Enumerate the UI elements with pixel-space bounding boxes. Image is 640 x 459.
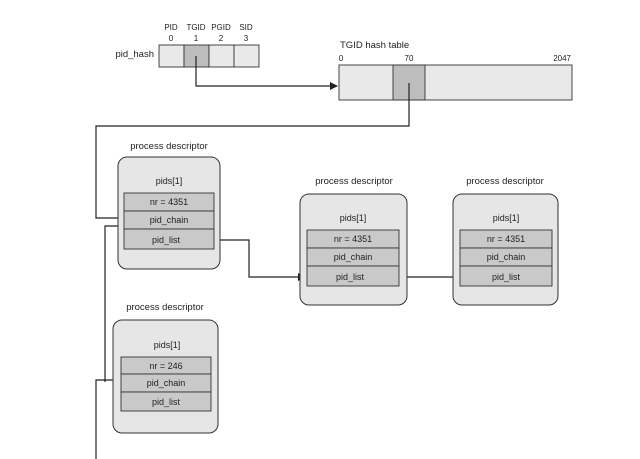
pid-hash-cell-2 [208, 44, 235, 68]
pid-hash-cell-3 [233, 44, 260, 68]
process-descriptor-2: process descriptor pids[1] nr = 4351 pid… [299, 176, 408, 306]
nr-value: nr = 246 [149, 361, 182, 371]
pid-list-label: pid_list [152, 235, 181, 245]
tgid-table-start-index: 0 [339, 54, 344, 63]
nr-value: nr = 4351 [150, 197, 188, 207]
pid-list-field [459, 265, 553, 287]
nr-value: nr = 4351 [487, 234, 525, 244]
descriptor-title: process descriptor [466, 176, 544, 187]
pid-list-field [123, 228, 215, 250]
pid-hash-array: pid_hash PID TGID PGID SID 0 1 2 3 [115, 23, 260, 68]
pid-hash-col-name-pgid: PGID [211, 23, 231, 32]
pid-chain-label: pid_chain [147, 378, 186, 388]
process-descriptor-3: process descriptor pids[1] nr = 4351 pid… [452, 176, 559, 306]
process-descriptor-4: process descriptor pids[1] nr = 246 pid_… [112, 302, 219, 434]
pid-hash-col-index-2: 2 [219, 34, 224, 43]
descriptor-pids-label: pids[1] [154, 340, 181, 350]
descriptor-pids-label: pids[1] [340, 213, 367, 223]
pid-hash-col-index-0: 0 [169, 34, 174, 43]
pidhash-to-tgid-arrow [195, 56, 338, 90]
tgid-hash-table: TGID hash table 0 70 2047 [338, 40, 573, 101]
pid-chain-label: pid_chain [150, 215, 189, 225]
descriptor-title: process descriptor [130, 141, 208, 152]
pid-chain-label: pid_chain [487, 252, 526, 262]
descriptor-pids-label: pids[1] [493, 213, 520, 223]
tgid-table-title: TGID hash table [340, 40, 409, 51]
pid-hash-label: pid_hash [115, 49, 154, 60]
pid-chain-label: pid_chain [334, 252, 373, 262]
tgid-to-desc1-arrow [95, 83, 410, 222]
nr-value: nr = 4351 [334, 234, 372, 244]
pid-hash-col-index-3: 3 [244, 34, 249, 43]
tgid-table-end-index: 2047 [553, 54, 571, 63]
tgid-table-marker-index: 70 [405, 54, 414, 63]
descriptor-title: process descriptor [126, 302, 204, 313]
descriptor-title: process descriptor [315, 176, 393, 187]
tgid-table-body [338, 64, 573, 101]
pid-list-label: pid_list [152, 397, 181, 407]
pid-hash-cell-0 [158, 44, 185, 68]
pid-list-label: pid_list [492, 272, 521, 282]
pid-list-field [306, 265, 400, 287]
pid-hash-col-name-pid: PID [164, 23, 178, 32]
descriptor-pids-label: pids[1] [156, 176, 183, 186]
pid-list-field [120, 391, 212, 412]
pid-hash-col-index-1: 1 [194, 34, 199, 43]
pid-list-label: pid_list [336, 272, 365, 282]
desc1-to-desc2-list-arrow [192, 236, 306, 281]
process-descriptor-1: process descriptor pids[1] nr = 4351 pid… [117, 141, 221, 270]
pid-hash-col-name-sid: SID [239, 23, 253, 32]
pid-hash-col-name-tgid: TGID [186, 23, 205, 32]
